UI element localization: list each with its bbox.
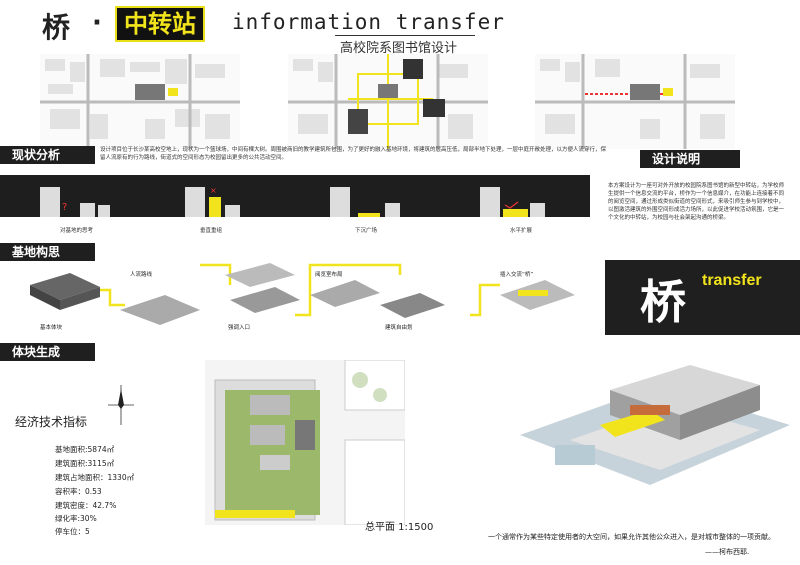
eco-item-6: 绿化率:30% (55, 514, 97, 523)
eco-item-5: 建筑密度：42.7% (55, 501, 117, 510)
site-label-4: 阅览室布局 (315, 272, 343, 278)
design-description: 本方案设计为一座可对外开放的校园院系图书馆的新型中转站，为学校师生提供一个信息交… (608, 183, 785, 221)
status-description: 设计项目位于长沙某高校空地上，现状为一个篮球场，中间有棵大树。周围被商旧的教学建… (100, 147, 607, 161)
title-dot: · (92, 8, 102, 38)
site-label-2: 人流路线 (130, 272, 153, 278)
site-label-5: 建筑自由划 (385, 325, 413, 331)
section-block: 体块生成 (0, 343, 95, 361)
site-concept-diagrams (0, 255, 600, 335)
panel-char: 桥 (640, 275, 686, 329)
strip-caption-3: 下沉广场 (355, 228, 378, 234)
section-design: 设计说明 (640, 150, 740, 168)
analysis-strip: ? × (0, 175, 590, 217)
quote-text: 一个通常作为某些特定使用者的大空间，如果允许其他公众进入，是对城市整体的一项贡献… (488, 533, 775, 541)
concept-panel (605, 260, 800, 335)
panel-word: transfer (702, 272, 762, 289)
north-arrow-icon (108, 385, 134, 425)
title-char: 桥 (42, 11, 73, 44)
eco-item-4: 容积率：0.53 (55, 487, 102, 496)
subtitle: 高校院系图书馆设计 (340, 41, 458, 56)
site-map-3 (535, 54, 735, 149)
eco-item-2: 建筑面积:3115㎡ (55, 459, 115, 468)
eco-item-3: 建筑占地面积：1330㎡ (55, 473, 135, 482)
title-english: information transfer (232, 10, 505, 34)
svg-text:×: × (210, 186, 217, 195)
eco-item-1: 基地面积:5874㎡ (55, 445, 115, 454)
strip-caption-2: 垂直重组 (200, 228, 223, 234)
eco-title: 经济技术指标 (15, 415, 88, 429)
site-map-1 (40, 54, 240, 149)
site-label-1: 基本体块 (40, 325, 63, 331)
site-map-2 (288, 54, 488, 149)
perspective-render (510, 345, 800, 525)
section-site: 基地构思 (0, 243, 95, 261)
strip-caption-1: 对基地的思考 (60, 228, 94, 234)
svg-text:?: ? (62, 202, 67, 213)
section-status: 现状分析 (0, 146, 95, 164)
site-label-6: 插入交流“桥” (500, 272, 534, 278)
strip-caption-4: 水平扩展 (510, 228, 533, 234)
scale-label: 总平面 1:1500 (365, 522, 434, 533)
site-label-3: 强调入口 (228, 325, 251, 331)
eco-item-7: 停车位：5 (55, 527, 90, 536)
title-box: 中转站 (115, 6, 205, 42)
master-plan (205, 359, 406, 526)
quote-author: ——柯布西耶. (705, 548, 750, 556)
title-underline (335, 35, 475, 36)
